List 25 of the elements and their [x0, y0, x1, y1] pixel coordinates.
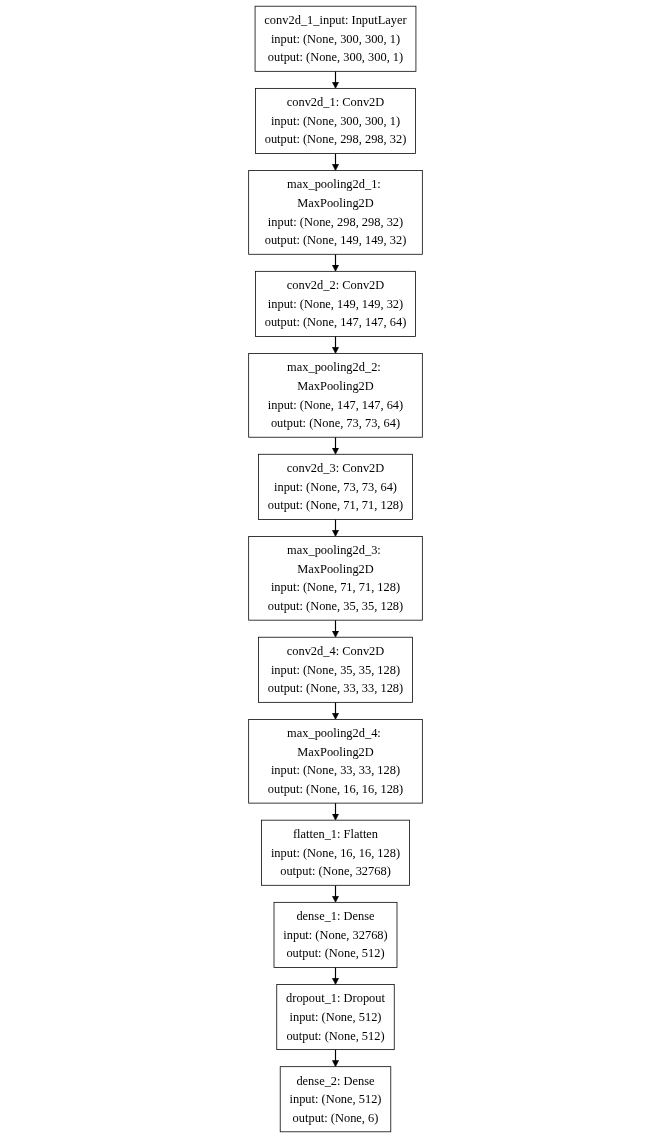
arrow — [332, 802, 339, 821]
arrow — [332, 436, 339, 455]
node-box: dropout_1: Dropout input: (None, 512) output: (None, 512) — [276, 984, 395, 1051]
arrow — [332, 70, 339, 89]
node-box: dense_1: Dense input: (None, 32768) output: (None, 512) — [273, 901, 398, 968]
node-box: max_pooling2d_2: MaxPooling2D input: (None, 147, 147, 64) output: (None, 73, 73, 64) — [248, 353, 423, 438]
arrow — [332, 1049, 339, 1067]
node-box: conv2d_1_input: InputLayer input: (None, 300, 300, 1) output: (None, 300, 300, 1) — [254, 5, 417, 72]
arrow — [332, 518, 339, 537]
arrow — [332, 619, 339, 638]
arrow — [332, 966, 339, 985]
node-box: flatten_1: Flatten input: (None, 16, 16, 128) output: (None, 32768) — [261, 819, 410, 886]
node-box: conv2d_2: Conv2D input: (None, 149, 149, 32) output: (None, 147, 147, 64) — [255, 270, 416, 337]
arrow — [332, 701, 339, 720]
node-box: max_pooling2d_4: MaxPooling2D input: (None, 33, 33, 128) output: (None, 16, 16, 128) — [248, 719, 423, 804]
node-box: max_pooling2d_3: MaxPooling2D input: (None, 71, 71, 128) output: (None, 35, 35, 128) — [248, 536, 423, 621]
node-box: conv2d_3: Conv2D input: (None, 73, 73, 64) output: (None, 71, 71, 128) — [258, 453, 413, 520]
arrow — [332, 884, 339, 903]
node-box: dense_2: Dense input: (None, 512) output: (None, 6) — [279, 1066, 392, 1133]
node-box: conv2d_1: Conv2D input: (None, 300, 300, 1) output: (None, 298, 298, 32) — [255, 88, 416, 154]
node-box: max_pooling2d_1: MaxPooling2D input: (None, 298, 298, 32) output: (None, 149, 149, 32) — [248, 170, 423, 255]
arrow — [332, 335, 339, 354]
arrow — [332, 253, 339, 272]
arrow — [332, 152, 339, 171]
node-box: conv2d_4: Conv2D input: (None, 35, 35, 128) output: (None, 33, 33, 128) — [258, 636, 413, 703]
